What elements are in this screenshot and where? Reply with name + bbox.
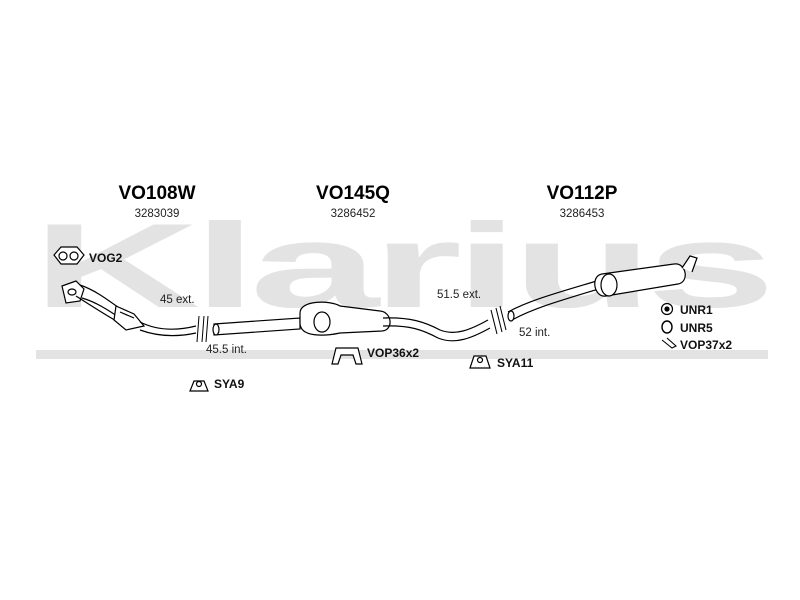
accessory-label-unr5: UNR5 [680, 321, 713, 335]
dimension-label-45-5-int: 45.5 int. [206, 344, 247, 356]
part-number-vo145q: 3286452 [331, 208, 376, 220]
ring-icon [661, 320, 673, 334]
accessory-label-vog2: VOG2 [89, 251, 123, 265]
watermark-underline [36, 350, 768, 359]
nut-icon [660, 302, 674, 316]
rear-silencer-vo112p [507, 255, 698, 322]
accessory-label-sya11: SYA11 [497, 356, 534, 370]
part-code-vo112p: VO112P [547, 183, 618, 204]
middle-silencer-vo145q [212, 301, 491, 342]
part-code-vo145q: VO145Q [316, 183, 390, 204]
rubber-mount-icon [189, 380, 209, 392]
clip-icon [661, 337, 677, 349]
accessory-label-sya9: SYA9 [214, 377, 245, 391]
joint-clamp-2 [490, 305, 507, 335]
rubber-mount-icon [469, 355, 491, 369]
watermark-logo: Klarius [32, 199, 768, 333]
accessory-label-vop37x2: VOP37x2 [680, 338, 732, 352]
accessory-label-unr1: UNR1 [680, 303, 713, 317]
joint-clamp-1 [196, 315, 209, 343]
part-number-vo108w: 3283039 [135, 208, 180, 220]
dimension-label-45-ext: 45 ext. [160, 294, 195, 306]
gasket-icon [53, 246, 85, 265]
accessory-label-vop36x2: VOP36x2 [367, 346, 419, 360]
dimension-label-52-int: 52 int. [519, 327, 550, 339]
part-number-vo112p: 3286453 [560, 208, 605, 220]
part-code-vo108w: VO108W [118, 183, 195, 204]
bracket-icon [331, 347, 363, 365]
front-pipe-vo108w [61, 280, 197, 337]
dimension-label-51-5-ext: 51.5 ext. [437, 289, 481, 301]
